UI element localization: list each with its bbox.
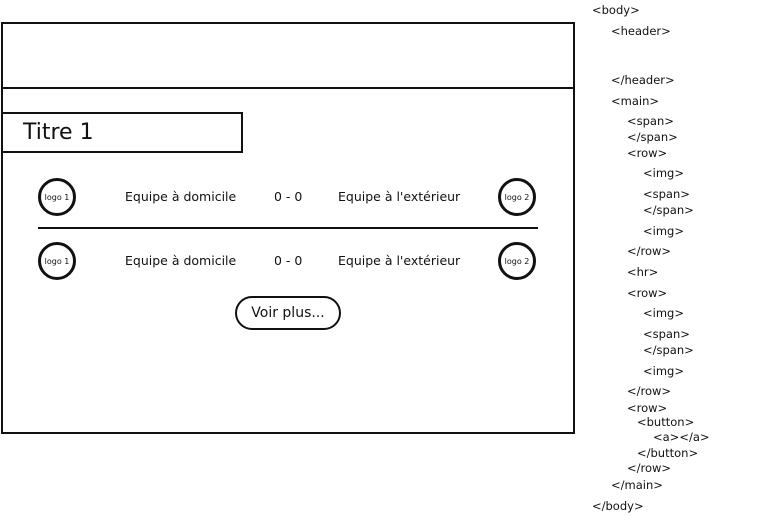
structure-tag: <button> — [637, 415, 695, 429]
row-divider — [38, 227, 538, 229]
structure-tag: </span> — [643, 343, 694, 357]
structure-tag: </main> — [611, 478, 663, 492]
main-frame — [1, 87, 575, 434]
structure-tag: <img> — [643, 224, 684, 238]
structure-tag: <img> — [643, 364, 684, 378]
page-title: Titre 1 — [1, 112, 243, 153]
structure-tag: <row> — [627, 401, 668, 415]
structure-tag: <img> — [643, 306, 684, 320]
voir-plus-button[interactable]: Voir plus... — [235, 296, 341, 330]
away-team-logo: logo 2 — [498, 178, 536, 216]
structure-tag: <hr> — [627, 265, 659, 279]
home-team-name: Equipe à domicile — [125, 253, 237, 268]
structure-tag: <body> — [592, 3, 640, 17]
away-team-name: Equipe à l'extérieur — [338, 253, 461, 268]
voir-plus-label: Voir plus... — [251, 305, 325, 321]
structure-tag: <span> — [643, 187, 690, 201]
structure-tag: </span> — [643, 203, 694, 217]
structure-tag: </row> — [627, 384, 672, 398]
logo-label: logo 2 — [504, 192, 530, 202]
structure-tag: </body> — [592, 499, 644, 513]
home-team-logo: logo 1 — [38, 242, 76, 280]
structure-tag: </row> — [627, 461, 672, 475]
away-team-logo: logo 2 — [498, 242, 536, 280]
home-team-logo: logo 1 — [38, 178, 76, 216]
structure-tag: <span> — [643, 327, 690, 341]
logo-label: logo 1 — [44, 192, 70, 202]
home-team-name: Equipe à domicile — [125, 189, 237, 204]
structure-tag: </span> — [627, 130, 678, 144]
structure-tag: <a></a> — [653, 430, 710, 444]
match-score: 0 - 0 — [274, 253, 303, 268]
page-title-text: Titre 1 — [23, 120, 94, 145]
structure-tag: <row> — [627, 146, 668, 160]
structure-tag: <header> — [611, 24, 671, 38]
away-team-name: Equipe à l'extérieur — [338, 189, 461, 204]
structure-tag: <row> — [627, 286, 668, 300]
structure-tag: <span> — [627, 114, 674, 128]
structure-tag: </button> — [637, 446, 699, 460]
match-score: 0 - 0 — [274, 189, 303, 204]
logo-label: logo 2 — [504, 256, 530, 266]
logo-label: logo 1 — [44, 256, 70, 266]
structure-tag: </header> — [611, 73, 675, 87]
header-frame — [1, 22, 575, 89]
structure-tag: <img> — [643, 166, 684, 180]
structure-tag: <main> — [611, 94, 660, 108]
structure-tag: </row> — [627, 244, 672, 258]
